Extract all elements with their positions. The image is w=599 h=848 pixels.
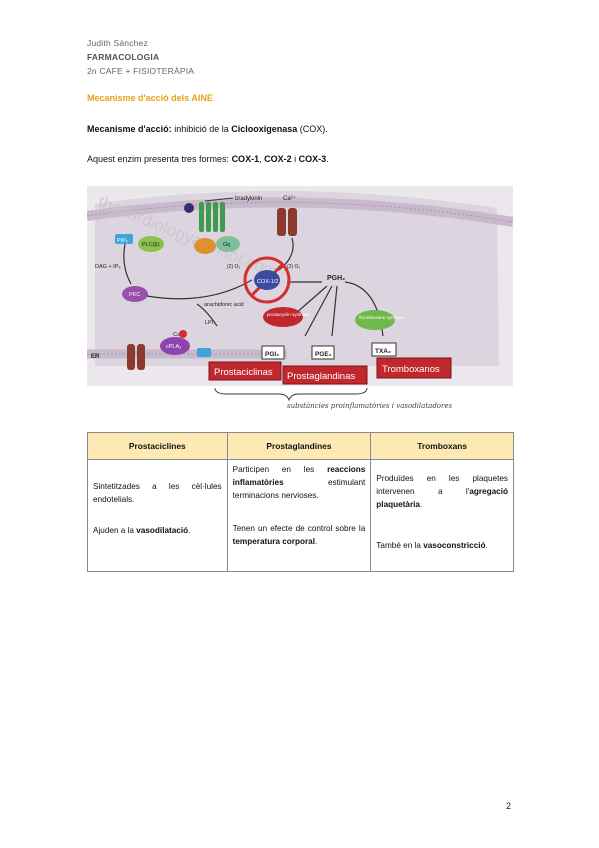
handwritten-brace xyxy=(214,387,368,402)
tromboxans-text-1: Produïdes en les plaquetes intervenen a … xyxy=(376,472,508,511)
gq-shape xyxy=(216,236,240,252)
form-end: . xyxy=(326,154,329,164)
ca-er-label: Ca²⁺ xyxy=(173,331,185,338)
text-end: . xyxy=(315,537,318,546)
text-part: Participen en les xyxy=(232,465,328,474)
text-end: . xyxy=(188,526,191,535)
o2-right-label: (2) O₂ xyxy=(287,264,300,270)
intro-text-end: (COX). xyxy=(297,124,328,134)
prostaciclines-text-2: Ajuden a la vasodilatació. xyxy=(93,524,222,537)
arachidonic-acid-label: arachidonic acid xyxy=(204,302,244,308)
section-title: Mecanisme d'acció dels AINE xyxy=(87,93,213,103)
tromboxans-text-2: També en la vasoconstricció. xyxy=(376,539,508,552)
text-bold: vasoconstricció xyxy=(423,541,486,550)
table-header-prostaglandines: Prostaglandines xyxy=(226,432,372,460)
prostaciclinas-banner xyxy=(208,361,282,381)
pgh2-label: PGH₂ xyxy=(327,275,345,282)
calcium-channel-icon xyxy=(277,208,297,236)
cox-enzyme-shape xyxy=(254,270,280,290)
tromboxanos-banner xyxy=(376,357,452,379)
o2-left-label: (2) O₂ xyxy=(227,264,240,270)
bradykinin-receptor-icon xyxy=(184,202,225,232)
lpi-label: LPI xyxy=(205,320,214,326)
pge2-box xyxy=(311,345,335,360)
text-bold: temperatura corporal xyxy=(232,537,316,546)
text-part: També en la xyxy=(376,541,424,550)
pge2-label: PGE₂ xyxy=(315,351,332,358)
g-protein-shape xyxy=(194,238,216,254)
thromboxane-synthase-shape xyxy=(355,310,395,330)
text-bold: reaccions inflamatòries xyxy=(232,465,366,487)
cell-tromboxans: Produïdes en les plaquetes intervenen a … xyxy=(370,459,514,572)
bradykinin-label: bradykinin xyxy=(235,196,262,202)
intro-label: Mecanisme d'acció: xyxy=(87,124,172,134)
pgi2-label: PGI₂ xyxy=(265,351,279,358)
prostaglandinas-label: Prostaglandinas xyxy=(287,371,355,382)
table-header-prostaciclines: Prostaciclines xyxy=(87,432,228,460)
table-row: Sintetitzades a les cèl·lules endotelial… xyxy=(87,459,514,572)
text-part: Ajuden a la xyxy=(93,526,137,535)
pgi2-box xyxy=(261,345,285,360)
text-part: Tenen un efecte de control sobre la xyxy=(232,524,366,533)
forms-text: Aquest enzim presenta tres formes: xyxy=(87,154,232,164)
text-bold: agregació plaquetària xyxy=(376,487,508,509)
course-name: 2n CAFE + FISIOTERÀPIA xyxy=(87,66,195,76)
intro-text: inhibició de la xyxy=(171,124,232,134)
er-calcium-channel-icon xyxy=(127,344,145,370)
dag-ip3-label: DAG + IP₃ xyxy=(95,264,121,270)
ca-top-label: Ca²⁺ xyxy=(283,195,296,202)
prostacyclin-synthase-label: prostacyclin synthase xyxy=(267,312,311,317)
inhibition-circle xyxy=(243,256,291,304)
subject-name: FARMACOLOGIA xyxy=(87,52,160,62)
text-bold: vasodilatació xyxy=(136,526,189,535)
calcium-dot xyxy=(179,330,187,338)
prostaglandinas-banner xyxy=(282,365,368,385)
page-number: 2 xyxy=(506,801,512,811)
prostacyclin-synthase-shape xyxy=(263,307,303,327)
thromboxane-synthase-label: thromboxane synthase xyxy=(359,315,405,320)
author-name: Judith Sánchez xyxy=(87,38,148,48)
tromboxanos-label: Tromboxanos xyxy=(382,364,440,375)
txa2-box xyxy=(371,342,397,357)
pkc-shape xyxy=(122,286,148,302)
form-cox2: COX-2 xyxy=(264,154,292,164)
text-end: . xyxy=(419,500,423,509)
form-sep: i xyxy=(291,154,299,164)
cell-prostaciclines: Sintetitzades a les cèl·lules endotelial… xyxy=(87,459,228,572)
txa2-label: TXA₂ xyxy=(375,348,391,355)
prostaglandines-text-2: Tenen un efecte de control sobre la temp… xyxy=(233,522,366,548)
pip2-box xyxy=(115,234,133,244)
plc-shape xyxy=(138,236,164,252)
er-label: ER xyxy=(91,354,100,360)
cox-pathway-figure: thecardiologyadvisor.com bradykinin Ca²⁺… xyxy=(87,186,513,418)
cpla2-shape xyxy=(160,337,190,355)
cpla2-label: cPLA₂ xyxy=(166,344,181,350)
form-sep: , xyxy=(259,154,265,164)
pkc-label: PKC xyxy=(129,292,140,298)
text-end: . xyxy=(485,541,488,550)
intro-paragraph-2: Aquest enzim presenta tres formes: COX-1… xyxy=(87,154,329,164)
prostaglandines-text-1: Participen en les reaccions inflamatòrie… xyxy=(233,463,366,502)
prostaciclinas-label: Prostaciclinas xyxy=(214,367,273,378)
eicosanoids-table: Prostaciclines Prostaglandines Tromboxan… xyxy=(87,432,514,572)
er-protein-box xyxy=(197,348,211,357)
plc-label: PLC(β) xyxy=(142,242,160,248)
gq-label: Gq xyxy=(223,242,230,248)
pip2-label: PIP₂ xyxy=(117,238,128,244)
form-cox1: COX-1 xyxy=(231,154,260,164)
cox-label: COX-1/2 xyxy=(257,279,278,285)
table-header-tromboxans: Tromboxans xyxy=(370,432,514,460)
intro-enzyme: Ciclooxigenasa xyxy=(231,124,298,134)
form-cox3: COX-3 xyxy=(298,154,327,164)
text-end: estimulant terminacions nervioses. xyxy=(232,478,366,500)
table-header-row: Prostaciclines Prostaglandines Tromboxan… xyxy=(87,432,514,460)
cell-prostaglandines: Participen en les reaccions inflamatòrie… xyxy=(226,459,372,572)
intro-paragraph-1: Mecanisme d'acció: inhibició de la Ciclo… xyxy=(87,124,328,134)
prostaciclines-text-1: Sintetitzades a les cèl·lules endotelial… xyxy=(93,482,222,504)
handwritten-note: substàncies proinflamatòries i vasodilat… xyxy=(287,402,453,410)
text-part: Produïdes en les plaquetes intervenen a … xyxy=(376,474,508,496)
